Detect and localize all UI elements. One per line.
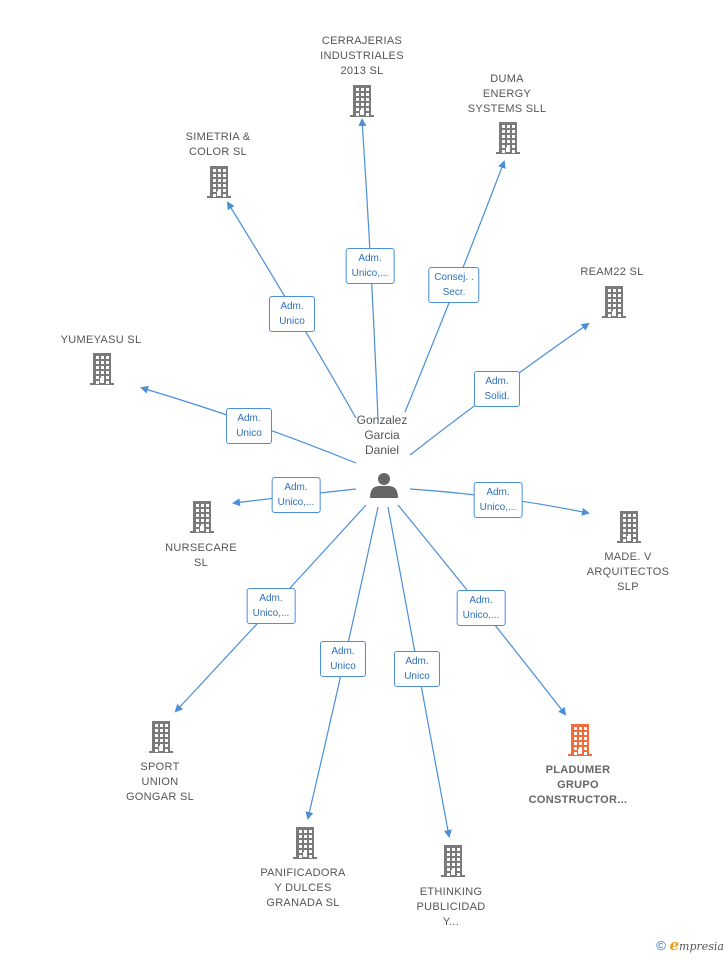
role-badge-nursecare: Adm. Unico,... (271, 477, 321, 513)
building-icon[interactable] (602, 286, 626, 318)
role-badge-made: Adm. Unico,... (473, 482, 523, 518)
company-label-ream22[interactable]: REAM22 SL (580, 266, 644, 278)
company-label-cerrajerias[interactable]: CERRAJERIAS INDUSTRIALES 2013 SL (320, 35, 404, 77)
building-icon[interactable] (149, 721, 173, 753)
role-badge-yumeyasu: Adm. Unico (226, 408, 272, 444)
footer-brand: © empresia (656, 936, 724, 954)
brand-logo[interactable]: empresia (669, 936, 724, 954)
role-badge-ream22: Adm. Solid. (474, 371, 520, 407)
company-label-sport[interactable]: SPORT UNION GONGAR SL (125, 761, 195, 803)
company-label-ethinking[interactable]: ETHINKING PUBLICIDAD Y... (416, 886, 486, 928)
role-badge-panificadora: Adm. Unico (320, 641, 366, 677)
company-label-nursecare[interactable]: NURSECARE SL (165, 542, 237, 569)
building-icon[interactable] (568, 724, 592, 756)
building-icon[interactable] (617, 511, 641, 543)
role-badge-pladumer: Adm. Unico,... (456, 590, 506, 626)
person-icon[interactable] (370, 473, 398, 498)
company-label-yumeyasu[interactable]: YUMEYASU SL (60, 334, 142, 346)
company-label-duma[interactable]: DUMA ENERGY SYSTEMS SLL (467, 73, 547, 115)
building-icon[interactable] (496, 122, 520, 154)
building-icon[interactable] (207, 166, 231, 198)
role-badge-ethinking: Adm. Unico (394, 651, 440, 687)
building-icon[interactable] (293, 827, 317, 859)
company-label-pladumer[interactable]: PLADUMER GRUPO CONSTRUCTOR... (528, 764, 628, 806)
copyright-symbol: © (656, 938, 666, 953)
role-badge-cerrajerias: Adm. Unico,... (345, 248, 395, 284)
role-badge-duma: Consej. . Secr. (428, 267, 480, 303)
person-label[interactable]: Gonzalez Garcia Daniel (356, 413, 408, 457)
building-icon[interactable] (190, 501, 214, 533)
building-icon[interactable] (441, 845, 465, 877)
company-label-made[interactable]: MADE. V ARQUITECTOS SLP (586, 551, 670, 593)
role-badge-sport: Adm. Unico,... (246, 588, 296, 624)
role-badge-simetria: Adm. Unico (269, 296, 315, 332)
building-icon[interactable] (90, 353, 114, 385)
company-label-panificadora[interactable]: PANIFICADORA Y DULCES GRANADA SL (260, 867, 346, 909)
company-label-simetria[interactable]: SIMETRIA & COLOR SL (185, 131, 251, 158)
building-icon[interactable] (350, 85, 374, 117)
